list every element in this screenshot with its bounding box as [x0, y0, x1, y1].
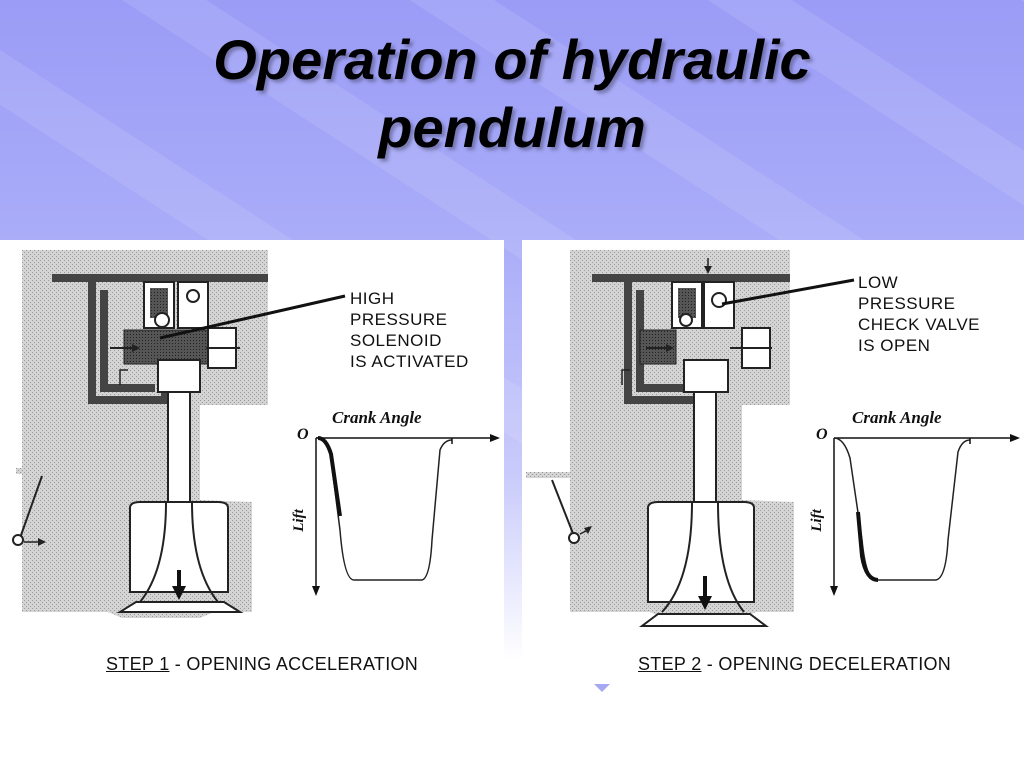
lift-curve: [315, 437, 453, 581]
arrow-down-icon: [698, 596, 712, 610]
lift-curve-highlight: [317, 436, 342, 517]
callout-high-pressure-solenoid: HIGH PRESSURE SOLENOID IS ACTIVATED: [350, 289, 469, 371]
lift-curve-highlight: [856, 511, 879, 582]
arrow-down-icon: [172, 586, 186, 600]
piston: [683, 359, 729, 393]
piston: [157, 359, 201, 393]
rotor-icon: [12, 534, 24, 546]
valve-stem: [167, 391, 191, 503]
valve-diagram-step-2: [526, 250, 1020, 627]
slide-title: Operation of hydraulic pendulum: [0, 26, 1024, 162]
callout-low-pressure-check-valve: LOW PRESSURE CHECK VALVE IS OPEN: [858, 273, 981, 355]
slide-marker: [594, 684, 610, 692]
step-description: - OPENING ACCELERATION: [169, 654, 419, 674]
solenoid-coil: [150, 288, 168, 318]
crank-angle-label: Crank Angle: [332, 408, 422, 427]
step-description: - OPENING DECELERATION: [701, 654, 952, 674]
step-number: STEP 1: [106, 654, 170, 674]
solenoid-coil: [678, 288, 696, 318]
graph-origin-label: O: [816, 426, 828, 443]
caption-step-1: STEP 1 - OPENING ACCELERATION: [106, 654, 418, 675]
crank-angle-label: Crank Angle: [852, 408, 942, 427]
graph-origin-label: O: [297, 426, 309, 443]
check-ball: [186, 289, 200, 303]
valve-diagram-step-1: [12, 250, 500, 618]
panel-step-1: HIGH PRESSURE SOLENOID IS ACTIVATED Cran…: [0, 240, 504, 685]
panel-step-2: LOW PRESSURE CHECK VALVE IS OPEN Crank A…: [522, 240, 1024, 685]
valve-stem: [693, 391, 717, 503]
valve-head: [639, 613, 769, 627]
valve-port: [129, 501, 229, 593]
title-line-2: pendulum: [378, 96, 646, 159]
solenoid-ball: [154, 312, 170, 328]
check-valve-housing: [177, 281, 209, 329]
solenoid-ball: [679, 313, 693, 327]
caption-step-2: STEP 2 - OPENING DECELERATION: [638, 654, 951, 675]
valve-port: [647, 501, 755, 603]
lift-curve: [833, 437, 971, 581]
title-line-1: Operation of hydraulic: [213, 28, 811, 91]
lift-axis-label: Lift: [808, 509, 825, 532]
lift-axis-label: Lift: [290, 509, 307, 532]
step-number: STEP 2: [638, 654, 702, 674]
valve-head: [116, 601, 244, 613]
rotor-icon: [568, 532, 580, 544]
